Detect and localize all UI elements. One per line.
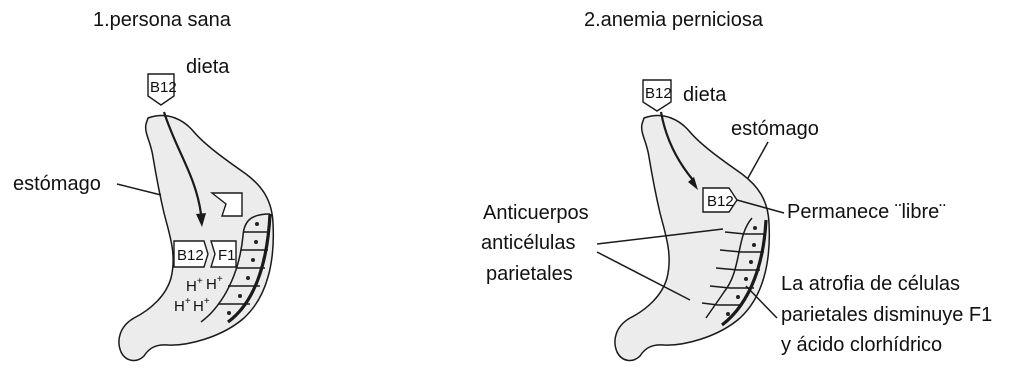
antibody-label-line-3: parietales — [486, 263, 573, 285]
nucleus-dot — [753, 226, 757, 230]
panel-title-healthy: 1.persona sana — [93, 9, 232, 31]
stomach-label-healthy: estómago — [13, 173, 101, 195]
stomach-leader-healthy — [117, 184, 161, 195]
nucleus-dot — [246, 276, 250, 280]
atrophy-label-line-3: y ácido clorhídrico — [781, 334, 942, 356]
b12-diet-label: B12 — [150, 79, 177, 96]
free-label: Permanece ¨libre¨ — [787, 201, 946, 223]
nucleus-dot — [736, 295, 740, 299]
stomach-healthy — [119, 116, 273, 361]
stomach-pernicious — [615, 116, 769, 361]
nucleus-dot — [749, 260, 753, 264]
atrophy-label-line-2: parietales disminuye F1 — [781, 304, 992, 326]
diet-label: dieta — [683, 84, 727, 106]
nucleus-dot — [255, 222, 259, 226]
nucleus-dot — [251, 258, 255, 262]
panel-pernicious: 2.anemia perniciosa B12 dieta B12 Perman… — [481, 9, 992, 361]
panel-healthy: 1.persona sana B12 dieta B12 F1 H+ H+ H — [13, 9, 273, 361]
nucleus-dot — [744, 277, 748, 281]
atrophy-label-line-1: La atrofia de células — [781, 273, 960, 295]
nucleus-dot — [726, 312, 730, 316]
antibody-label-line-1: Anticuerpos — [483, 202, 589, 224]
diet-label: dieta — [186, 56, 230, 78]
free-b12-label: B12 — [707, 193, 734, 210]
b12-diet-label: B12 — [645, 85, 672, 102]
nucleus-dot — [752, 243, 756, 247]
nucleus-dot — [254, 240, 258, 244]
complex-f1-label: F1 — [218, 247, 236, 264]
nucleus-dot — [238, 294, 242, 298]
stomach-label-pernicious: estómago — [731, 118, 819, 140]
stomach-leader-pernicious — [748, 142, 768, 178]
antibody-label-line-2: anticélulas — [481, 232, 576, 254]
complex-b12-label: B12 — [177, 247, 204, 264]
nucleus-dot — [227, 311, 231, 315]
panel-title-pernicious: 2.anemia perniciosa — [584, 9, 764, 31]
